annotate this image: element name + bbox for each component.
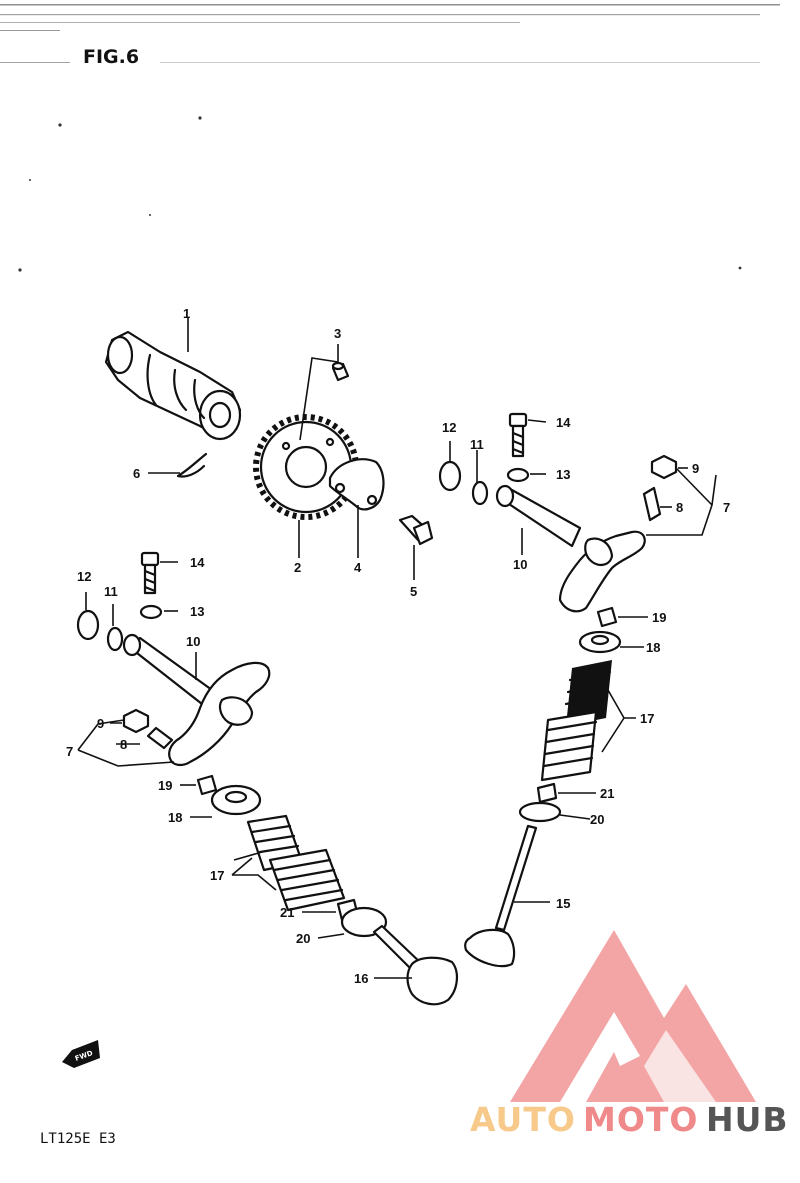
watermark-hub: HUB <box>706 1100 789 1139</box>
callout-13-right: 13 <box>556 467 570 482</box>
valve-stem-seal-right <box>536 782 558 804</box>
watermark-logo-icon <box>510 930 756 1102</box>
watermark-text: AUTO MOTO HUB <box>470 1100 789 1139</box>
callout-labels: 1 6 2 3 4 5 12 11 14 13 10 9 8 7 19 18 1… <box>66 306 730 986</box>
callout-14-left: 14 <box>190 555 205 570</box>
leader-lines <box>77 318 717 979</box>
watermark-moto: MOTO <box>583 1100 698 1139</box>
callout-21-left: 21 <box>280 905 294 920</box>
adjuster-screw-right <box>642 486 662 522</box>
rocker-shaft-right <box>495 484 582 548</box>
callout-10-right: 10 <box>513 557 527 572</box>
callout-12-right: 12 <box>442 420 456 435</box>
rocker-arm-left <box>168 661 271 767</box>
rocker-shaft-oring-right <box>471 480 489 506</box>
callout-2: 2 <box>294 560 301 575</box>
valve-cotter-left <box>196 774 218 796</box>
callout-8-right: 8 <box>676 500 683 515</box>
camshaft <box>104 330 242 441</box>
rocker-shaft-oring-left <box>106 626 124 652</box>
sprocket-bolt <box>398 514 434 546</box>
callout-19-left: 19 <box>158 778 172 793</box>
rocker-shaft-washer-right <box>438 460 462 492</box>
callout-4: 4 <box>354 560 362 575</box>
callout-17-left: 17 <box>210 868 224 883</box>
valve-spring-right <box>540 660 612 782</box>
circlip <box>176 452 208 478</box>
callout-18-left: 18 <box>168 810 182 825</box>
adjuster-nut-right <box>650 454 678 480</box>
valve-left <box>372 924 458 1006</box>
callout-3: 3 <box>334 326 341 341</box>
callout-20-left: 20 <box>296 931 310 946</box>
forward-arrow-icon: FWD <box>62 1040 100 1068</box>
callout-9-right: 9 <box>692 461 699 476</box>
callout-7-left: 7 <box>66 744 73 759</box>
callout-10-left: 10 <box>186 634 200 649</box>
callout-1: 1 <box>183 306 190 321</box>
callout-5: 5 <box>410 584 417 599</box>
rocker-washer-right <box>506 467 530 483</box>
spring-retainer-left <box>210 784 262 816</box>
callout-20-right: 20 <box>590 812 604 827</box>
spring-seat-right <box>518 801 562 823</box>
callout-15: 15 <box>556 896 570 911</box>
valve-right <box>464 824 538 968</box>
watermark-auto: AUTO <box>470 1100 576 1139</box>
callout-17-right: 17 <box>640 711 654 726</box>
spring-seat-left <box>340 906 388 938</box>
rocker-arm-right <box>558 530 646 613</box>
spring-retainer-right <box>578 630 622 654</box>
callout-8-left: 8 <box>120 737 127 752</box>
callout-6: 6 <box>133 466 140 481</box>
callout-21-right: 21 <box>600 786 614 801</box>
rocker-washer-left <box>139 604 163 620</box>
callout-11-left: 11 <box>104 584 118 599</box>
valve-cotter-right <box>596 606 618 628</box>
valve-spring-left <box>246 814 346 912</box>
model-code: LT125E E3 <box>40 1131 116 1147</box>
callout-13-left: 13 <box>190 604 204 619</box>
rocker-shaft-bolt-left <box>140 551 160 595</box>
callout-7-right: 7 <box>723 500 730 515</box>
callout-9-left: 9 <box>97 716 104 731</box>
adjuster-screw-left <box>146 726 174 750</box>
callout-14-right: 14 <box>556 415 571 430</box>
callout-11-right: 11 <box>470 437 484 452</box>
dowel-pin <box>331 361 350 382</box>
rocker-shaft-washer-left <box>76 609 100 641</box>
callout-12-left: 12 <box>77 569 91 584</box>
sprocket-retainer <box>328 458 385 511</box>
figure-title: FIG.6 <box>83 46 139 68</box>
scan-noise <box>0 4 780 272</box>
callout-19-right: 19 <box>652 610 666 625</box>
adjuster-nut-left <box>122 708 150 734</box>
rocker-shaft-bolt-right <box>508 412 528 458</box>
callout-18-right: 18 <box>646 640 660 655</box>
callout-16: 16 <box>354 971 368 986</box>
